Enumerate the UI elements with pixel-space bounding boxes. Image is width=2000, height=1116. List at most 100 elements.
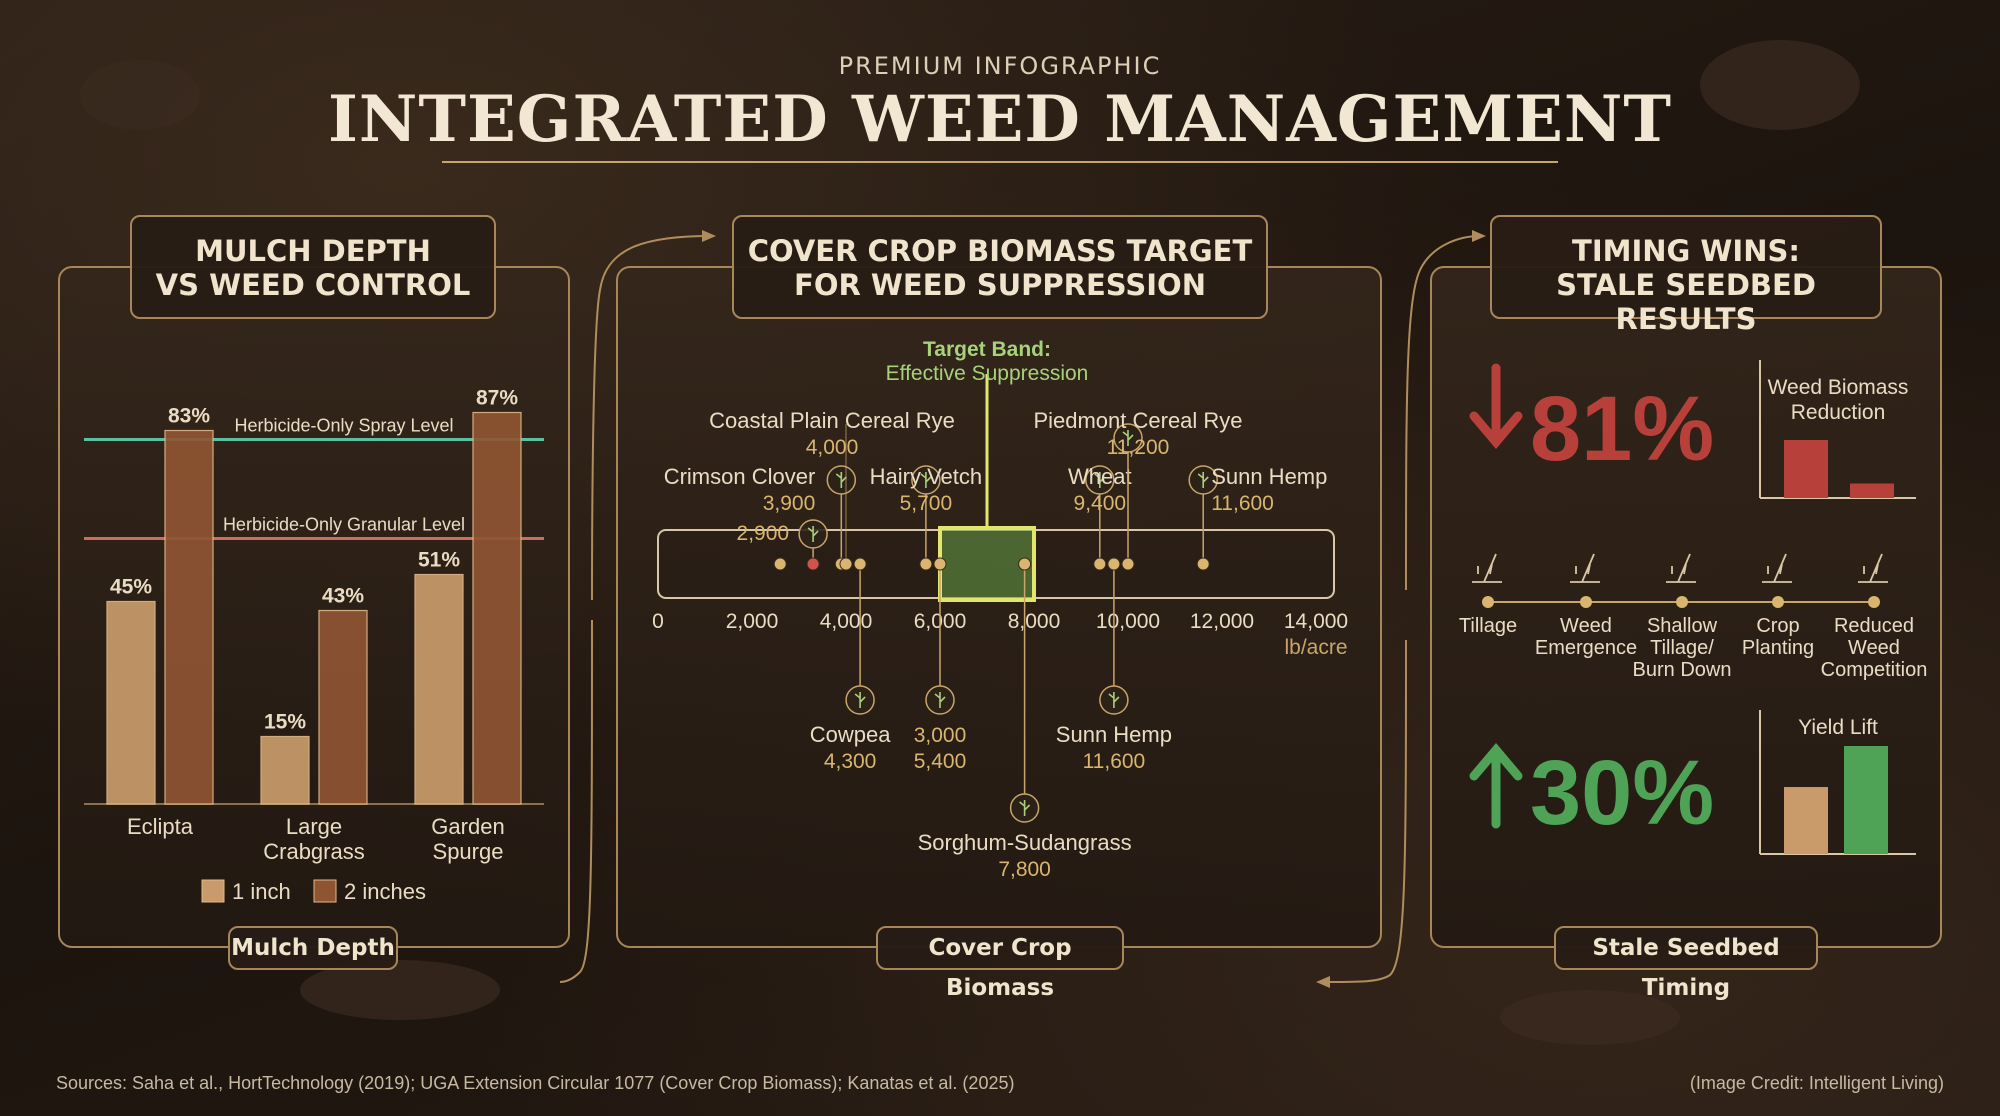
marker-value: 3,900 xyxy=(763,492,816,515)
category-label: Garden xyxy=(431,814,504,839)
marker-value: 5,400 xyxy=(914,750,967,773)
x-tick-label: 0 xyxy=(652,610,664,633)
marker-label: Crimson Clover xyxy=(664,464,816,489)
arrow-head xyxy=(1316,976,1330,988)
x-tick-label: 10,000 xyxy=(1096,610,1160,633)
marker-value: 2,900 xyxy=(737,522,790,545)
leaf-glyph xyxy=(1122,430,1134,446)
marker-value: 7,800 xyxy=(998,858,1051,881)
cover-crop-panel-title: COVER CROP BIOMASS TARGET FOR WEED SUPPR… xyxy=(732,215,1268,319)
x-unit-label: lb/acre xyxy=(1284,636,1347,659)
connector-arrow xyxy=(1405,235,1481,591)
yield-label: Yield Lift xyxy=(1798,716,1878,739)
marker-value: 4,300 xyxy=(824,750,877,773)
bar-value-label: 83% xyxy=(168,405,210,428)
cover-title-line: COVER CROP BIOMASS TARGET xyxy=(747,234,1253,268)
up-arrow-icon xyxy=(1469,743,1523,829)
target-band-sublabel: Effective Suppression xyxy=(886,362,1089,385)
leaf-glyph xyxy=(1108,692,1120,708)
timeline-dot xyxy=(1868,596,1880,608)
marker-value: 9,400 xyxy=(1074,492,1127,515)
bar xyxy=(318,609,368,805)
mulch-title-line: MULCH DEPTH xyxy=(195,234,431,268)
mulch-panel-footer: Mulch Depth xyxy=(228,926,398,970)
bar-value-label: 51% xyxy=(418,549,460,572)
sources-text: Sources: Saha et al., HortTechnology (20… xyxy=(56,1073,1015,1093)
marker-value: 11,200 xyxy=(1107,436,1170,459)
image-credit: (Image Credit: Intelligent Living) xyxy=(1689,1073,1944,1093)
legend-swatch-1inch xyxy=(201,879,225,903)
marker-value: 3,000 xyxy=(914,724,967,747)
timeline-dot xyxy=(1772,596,1784,608)
bar xyxy=(260,735,310,805)
marker-value: 4,000 xyxy=(806,436,859,459)
leaf-glyph xyxy=(934,692,946,708)
bar-value-label: 43% xyxy=(322,585,364,608)
marker-label: Sorghum-Sudangrass xyxy=(918,830,1132,855)
soil-clump xyxy=(1700,40,1860,130)
title-underline xyxy=(442,161,1558,163)
cover-crop-panel-footer: Cover Crop Biomass xyxy=(876,926,1124,1001)
x-tick-label: 12,000 xyxy=(1190,610,1254,633)
yield-bar-after xyxy=(1844,746,1888,854)
x-tick-label: 4,000 xyxy=(820,610,873,633)
biomass-marker-dot xyxy=(853,557,867,571)
biomass-marker-dot xyxy=(839,557,853,571)
legend-swatch-2inch xyxy=(313,879,337,903)
leaf-glyph xyxy=(1094,472,1106,488)
category-label: Large xyxy=(286,814,342,839)
mulch-bar-chart: Herbicide-Only Spray LevelHerbicide-Only… xyxy=(84,387,544,904)
weed-sprout-icon xyxy=(1570,553,1600,583)
down-arrow-icon xyxy=(1469,363,1523,449)
cover-title-line: FOR WEED SUPPRESSION xyxy=(794,268,1206,302)
leaf-glyph xyxy=(920,472,932,488)
marker-value: 11,600 xyxy=(1211,492,1274,515)
category-label: Eclipta xyxy=(127,814,194,839)
marker-label: Cowpea xyxy=(810,722,891,747)
timeline-step-label: Tillage/ xyxy=(1650,637,1714,659)
marker-label: Piedmont Cereal Rye xyxy=(1033,408,1242,433)
shallow-tillage-icon xyxy=(1666,553,1696,583)
bar-value-label: 87% xyxy=(476,387,518,410)
crop-plant-icon xyxy=(1762,553,1792,583)
bar xyxy=(472,411,522,805)
timing-panel-title: TIMING WINS: STALE SEEDBED RESULTS xyxy=(1490,215,1882,336)
marker-value: 11,600 xyxy=(1083,750,1146,773)
biomass-marker-dot xyxy=(773,557,787,571)
timeline-step-label: Weed xyxy=(1560,615,1612,637)
legend-label: 2 inches xyxy=(344,879,426,904)
reduction-bar-before xyxy=(1784,440,1828,498)
tillage-icon xyxy=(1472,553,1502,583)
timeline-step-label: Crop xyxy=(1756,615,1799,637)
timeline-step-label: Shallow xyxy=(1647,615,1718,637)
leaf-glyph xyxy=(854,692,866,708)
arrow-head xyxy=(1472,230,1486,242)
biomass-marker-dot xyxy=(919,557,933,571)
marker-label: Sunn Hemp xyxy=(1211,464,1327,489)
biomass-marker-dot xyxy=(1093,557,1107,571)
page-title: INTEGRATED WEED MANAGEMENT xyxy=(327,82,1673,157)
yield-bar-before xyxy=(1784,787,1828,854)
reduction-label: Weed Biomass xyxy=(1768,376,1909,399)
timing-title-line: TIMING WINS: xyxy=(1572,234,1800,268)
bar xyxy=(414,573,464,805)
soil-clump xyxy=(80,60,200,130)
soil-clump xyxy=(1500,990,1680,1045)
leaf-glyph xyxy=(1019,800,1031,816)
kicker-text: PREMIUM INFOGRAPHIC xyxy=(838,52,1162,80)
leaf-glyph xyxy=(807,526,819,542)
timeline-step-label: Reduced xyxy=(1834,615,1914,637)
biomass-marker-dot xyxy=(1107,557,1121,571)
marker-label: Sunn Hemp xyxy=(1056,722,1172,747)
reduced-weed-icon xyxy=(1858,553,1888,583)
soil-clump xyxy=(300,960,500,1020)
bar xyxy=(106,600,156,805)
reference-line-label: Herbicide-Only Granular Level xyxy=(223,515,465,535)
leaf-glyph xyxy=(1197,472,1209,488)
mulch-title-line: VS WEED CONTROL xyxy=(155,268,471,302)
yield-value: 30% xyxy=(1530,742,1714,844)
bar-value-label: 45% xyxy=(110,576,152,599)
